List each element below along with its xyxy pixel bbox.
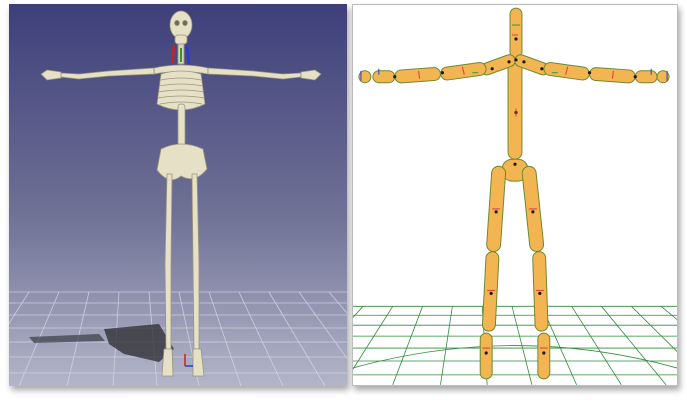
right-foot-capsule bbox=[538, 333, 550, 379]
skeleton-viewport-panel bbox=[9, 4, 347, 386]
segment-model-svg bbox=[353, 5, 677, 385]
left-foot bbox=[162, 349, 173, 376]
left-forearm-capsule bbox=[394, 67, 441, 83]
pelvis bbox=[157, 144, 207, 180]
segment-model-panel bbox=[352, 4, 678, 386]
head-capsule bbox=[510, 8, 522, 58]
spine bbox=[178, 104, 185, 146]
right-shin-capsule bbox=[532, 251, 548, 331]
left-leg bbox=[165, 174, 172, 349]
left-foot-capsule bbox=[480, 333, 492, 379]
skeleton-viewport-svg bbox=[9, 4, 347, 386]
torso-capsule bbox=[508, 60, 522, 159]
